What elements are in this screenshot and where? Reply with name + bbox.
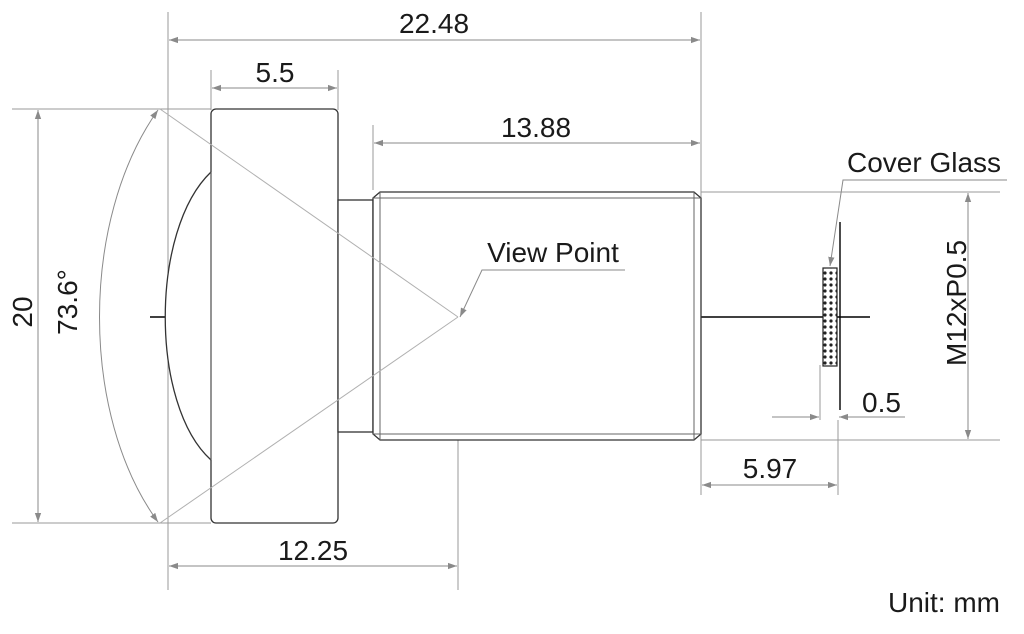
fov-angle-label: 73.6°: [52, 269, 83, 335]
fov-angle-arc: [99, 109, 159, 523]
back-focal-label: 5.97: [743, 453, 798, 484]
cover-glass-label: Cover Glass: [847, 147, 1001, 178]
cover-glass-leader: [828, 179, 1007, 267]
lens-flange: [210, 108, 339, 524]
fov-rays: [159, 108, 459, 524]
front-dome: [164, 171, 212, 461]
lens-neck: [337, 199, 374, 433]
view-point-leader: [459, 269, 625, 318]
overall-length-label: 22.48: [399, 8, 469, 39]
unit-label: Unit: mm: [888, 587, 1000, 618]
glass-thickness-label: 0.5: [862, 387, 901, 418]
view-point-distance-label: 12.25: [278, 535, 348, 566]
threaded-barrel: [372, 191, 702, 441]
thread-length-label: 13.88: [501, 112, 571, 143]
view-point-label: View Point: [487, 237, 619, 268]
thread-spec-label: M12xP0.5: [941, 240, 972, 366]
flange-width-label: 5.5: [256, 57, 295, 88]
cover-glass: [822, 267, 838, 367]
dimension-lines: [34, 36, 972, 570]
height-label: 20: [7, 296, 38, 327]
lens-body: [164, 108, 702, 524]
